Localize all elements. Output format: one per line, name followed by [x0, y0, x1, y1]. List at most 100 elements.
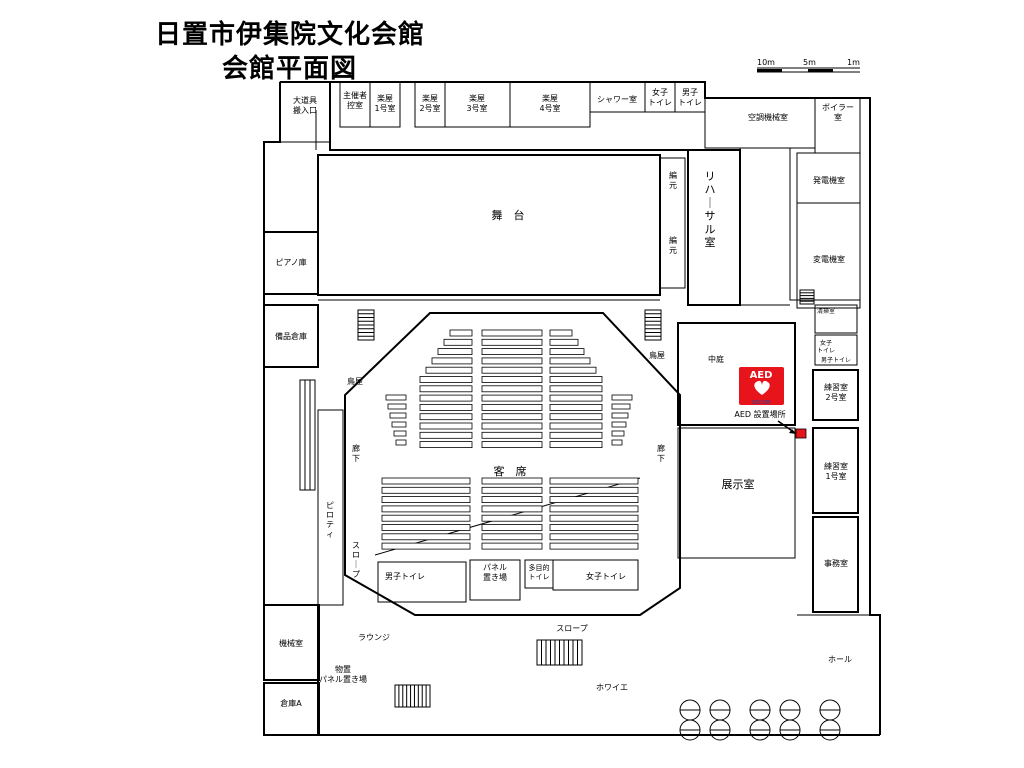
double-door-icon	[749, 719, 771, 741]
bottom-left-rooms	[263, 604, 320, 736]
label-shower-room: シャワー室	[597, 94, 637, 104]
double-door-icon	[679, 719, 701, 741]
seat-row	[549, 338, 579, 346]
title-line-2: 会館平面図	[222, 54, 358, 84]
label-foyer: ホワイエ	[596, 683, 628, 692]
seat-row	[549, 329, 573, 337]
left-rooms	[263, 231, 344, 606]
scale-label-5m: 5m	[803, 58, 816, 67]
seat-row	[549, 477, 639, 485]
seat-row	[437, 348, 473, 356]
seat-row	[549, 431, 603, 439]
seat-row	[481, 348, 543, 356]
seat-row	[419, 441, 473, 449]
seat-row	[419, 422, 473, 430]
label-organizer-room: 主催者控室	[343, 90, 367, 110]
seat-row	[443, 338, 473, 346]
seat-row	[387, 403, 407, 410]
label-slope-left: スロ｜プ	[352, 541, 360, 579]
label-piloti: ピロティ	[326, 501, 334, 539]
label-editing-1: 編元	[669, 170, 677, 190]
seat-row	[481, 366, 543, 374]
scale-label-1m: 1m	[847, 58, 860, 67]
double-door-icon	[749, 699, 771, 721]
seat-row	[481, 338, 543, 346]
label-cleaning-room: 清掃室	[817, 307, 835, 315]
seat-row	[549, 348, 585, 356]
label-womens-wc-small: 女子トイレ	[817, 339, 835, 355]
seat-row	[381, 505, 471, 513]
label-storage-panel: 物置パネル置き場	[319, 664, 367, 684]
heart-icon	[754, 380, 770, 395]
stage-area	[317, 154, 661, 301]
stair	[799, 289, 815, 305]
seat-row	[549, 366, 597, 374]
seat-row	[449, 329, 473, 337]
label-exhibition-room: 展示室	[722, 477, 755, 491]
seat-row	[381, 486, 471, 494]
stair	[644, 309, 662, 341]
label-mens-wc-top: 男子トイレ	[678, 88, 702, 107]
label-stage: 舞 台	[492, 208, 525, 222]
seat-row	[611, 412, 629, 419]
seat-row	[425, 366, 473, 374]
seat-row	[481, 514, 543, 522]
seat-row	[549, 413, 603, 421]
label-hall: ホール	[828, 655, 852, 664]
aed-marker: AED SECOM AED 設置場所	[734, 367, 807, 439]
label-audience-seats: 客 席	[494, 464, 527, 478]
label-womens-wc: 女子トイレ	[586, 571, 626, 581]
label-props-entrance: 大道具搬入口	[293, 95, 317, 115]
scale-label-10m: 10m	[757, 58, 775, 67]
label-storage-a: 倉庫A	[280, 698, 302, 708]
label-hanamichi-left: 鳥屋	[347, 376, 363, 386]
seat-row	[549, 542, 639, 550]
label-womens-wc-top: 女子トイレ	[648, 87, 672, 107]
stair	[357, 309, 375, 341]
seat-row	[481, 413, 543, 421]
label-piano-storage: ピアノ庫	[275, 257, 306, 267]
label-generator-room: 発電機室	[813, 175, 845, 185]
double-door-icon	[709, 699, 731, 721]
right-rooms	[677, 304, 880, 616]
label-courtyard: 中庭	[708, 354, 724, 364]
label-office: 事務室	[824, 558, 848, 568]
label-lounge: ラウンジ	[358, 633, 390, 642]
double-door-icon	[779, 719, 801, 741]
seat-row	[549, 394, 603, 402]
label-panel-storage: パネル置き場	[483, 563, 507, 582]
top-rooms	[279, 81, 861, 309]
label-mens-wc: 男子トイレ	[385, 572, 425, 581]
seat-row	[419, 394, 473, 402]
seat-row	[419, 385, 473, 393]
seat-row	[481, 477, 543, 485]
seat-row	[549, 505, 639, 513]
seat-row	[391, 421, 407, 428]
seat-row	[481, 329, 543, 337]
seat-row	[419, 403, 473, 411]
seat-row	[481, 505, 543, 513]
label-transformer-room: 変電機室	[813, 254, 845, 264]
label-editing-2: 編元	[669, 235, 677, 255]
label-corridor-right: 廊下	[657, 443, 665, 463]
seat-row	[481, 422, 543, 430]
seat-row	[549, 357, 591, 365]
double-door-icon	[819, 699, 841, 721]
label-rehearsal-room: リハ｜サル室	[705, 170, 716, 249]
seat-row	[481, 385, 543, 393]
aed-caption: AED 設置場所	[734, 409, 785, 419]
label-machine-room: 機械室	[279, 638, 303, 648]
double-door-icon	[819, 719, 841, 741]
seat-row	[481, 496, 543, 504]
seat-row	[549, 524, 639, 531]
seat-row	[481, 394, 543, 402]
aed-badge-text: AED	[750, 370, 773, 381]
seat-row	[611, 403, 631, 410]
seat-row	[481, 357, 543, 365]
seat-row	[611, 439, 623, 446]
